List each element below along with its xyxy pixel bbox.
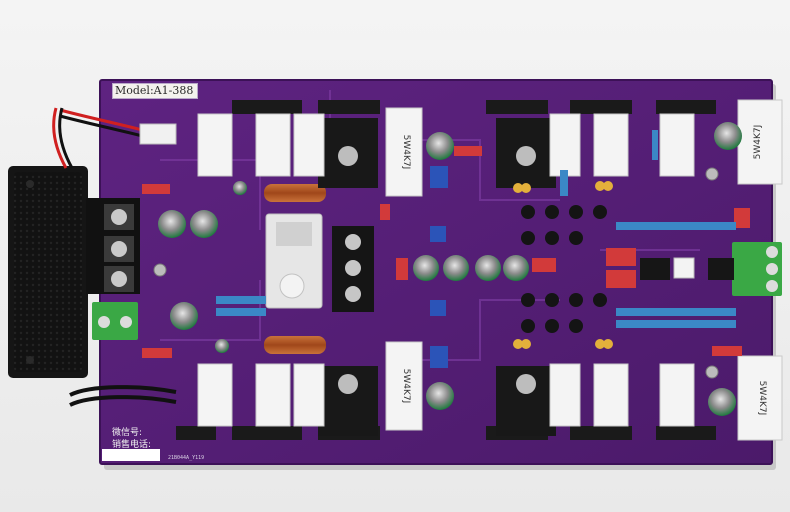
electrolytic-capacitors <box>158 122 742 416</box>
silkscreen-white-box <box>102 449 160 461</box>
resistor-marking-bottom-left: 5W4K7J <box>401 369 411 404</box>
inductor-top <box>264 184 326 202</box>
ac-wires <box>69 385 177 407</box>
ceramic-resistors <box>197 113 695 427</box>
resistor-marking-top-right: 5W4K7J <box>753 125 763 160</box>
ic-chips <box>640 258 734 280</box>
yellow-capacitors <box>513 181 613 349</box>
inductor-bottom <box>264 336 326 354</box>
sales-phone-label: 销售电话: <box>112 440 152 450</box>
selector-switch <box>673 257 695 279</box>
heatsinks <box>318 118 556 436</box>
pin-headers-top <box>232 100 716 114</box>
marked-resistor-bottom-right: 5W4K7J <box>737 355 783 441</box>
small-transistors <box>521 205 607 333</box>
marked-resistor-top-right: 5W4K7J <box>737 99 783 185</box>
screw-terminal-center <box>332 226 374 312</box>
screw-terminal-left <box>86 198 140 294</box>
red-components <box>142 146 750 358</box>
board-code: 21B044A_Y119 <box>168 455 205 461</box>
marked-resistor-top-left: 5W4K7J <box>385 107 423 197</box>
model-label: Model:A1-388 <box>112 83 198 99</box>
resistor-arrays <box>216 130 736 328</box>
mounting-screws <box>153 167 719 379</box>
green-terminal-right <box>732 242 782 296</box>
resistor-marking-bottom-right: 5W4K7J <box>757 381 767 416</box>
wechat-label: 微信号: <box>112 428 143 438</box>
pin-headers-bottom <box>176 426 716 440</box>
cooling-fan <box>8 166 88 378</box>
marked-resistor-bottom-left: 5W4K7J <box>385 341 423 431</box>
green-terminal-left <box>92 302 138 340</box>
fan-connector <box>139 123 177 145</box>
relay <box>265 213 323 309</box>
resistor-marking-top-left: 5W4K7J <box>401 135 411 170</box>
